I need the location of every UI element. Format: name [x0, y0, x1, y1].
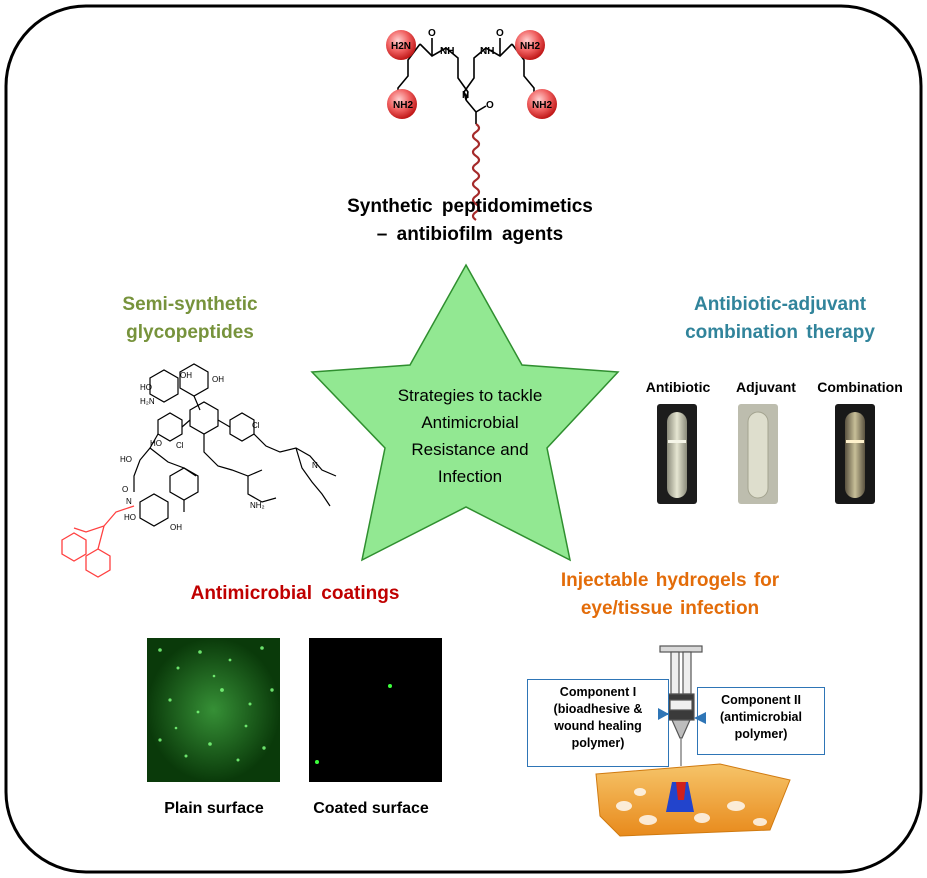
center-star — [310, 263, 620, 562]
peptidomimetics-title: Synthetic peptidomimetics – antibiofilm … — [300, 193, 640, 249]
combination-title-line: Antibiotic-adjuvant — [693, 294, 867, 315]
center-line: Infection — [437, 467, 503, 486]
hydrogels-title-line: eye/tissue infection — [580, 598, 760, 619]
peptidomimetics-title-line: Synthetic peptidomimetics — [347, 196, 593, 217]
center-star-text: Strategies to tackle Antimicrobial Resis… — [355, 382, 585, 490]
amine-ball — [527, 89, 557, 119]
component-2-line: polymer) — [734, 727, 788, 741]
combination-title: Antibiotic-adjuvant combination therapy — [640, 291, 920, 347]
svg-text:H₂N: H₂N — [140, 397, 155, 406]
tube-label-antibiotic: Antibiotic — [645, 379, 711, 395]
struct-label-nh: NH — [440, 46, 454, 57]
struct-label-n: N — [462, 90, 469, 101]
svg-text:Cl: Cl — [176, 441, 184, 450]
component-1-line: wound healing — [554, 719, 642, 733]
svg-text:OH: OH — [170, 523, 182, 532]
svg-text:HO: HO — [150, 439, 162, 448]
component-1-line: (bioadhesive & — [553, 702, 643, 716]
coated-surface-image — [309, 638, 442, 782]
component-2-line: (antimicrobial — [720, 710, 802, 724]
test-tubes — [657, 404, 875, 504]
center-line: Strategies to tackle — [397, 386, 543, 405]
center-line: Resistance and — [411, 440, 529, 459]
struct-label-nh2: NH2 — [393, 100, 413, 111]
svg-text:N: N — [126, 497, 132, 506]
struct-label-nh2: NH2 — [520, 41, 540, 52]
tube-label-adjuvant: Adjuvant — [736, 379, 796, 395]
amine-ball — [387, 89, 417, 119]
svg-text:OH: OH — [212, 375, 224, 384]
svg-text:Cl: Cl — [252, 421, 260, 430]
svg-text:N: N — [312, 461, 318, 470]
plain-surface-image — [147, 638, 280, 782]
svg-text:NH₂: NH₂ — [250, 501, 265, 510]
tube-label-combination: Combination — [817, 379, 903, 395]
struct-label-h2n: H2N — [391, 41, 411, 52]
hydrogels-title: Injectable hydrogels for eye/tissue infe… — [520, 567, 820, 623]
struct-label-nh2: NH2 — [532, 100, 552, 111]
svg-text:OH: OH — [180, 371, 192, 380]
peptidomimetics-title-line: – antibiofilm agents — [376, 224, 564, 245]
glycopeptides-title-line: Semi-synthetic — [122, 294, 258, 315]
component-1-box: Component I (bioadhesive & wound healing… — [527, 679, 669, 767]
glycopeptides-title: Semi-synthetic glycopeptides — [70, 291, 310, 347]
struct-label-o: O — [428, 28, 436, 39]
amine-ball — [386, 30, 416, 60]
svg-text:HO: HO — [124, 513, 136, 522]
component-2-box: Component II (antimicrobial polymer) — [697, 687, 825, 755]
coated-surface-label: Coated surface — [313, 800, 429, 817]
combination-title-line: combination therapy — [685, 322, 875, 343]
struct-label-o: O — [486, 100, 494, 111]
amine-balls — [386, 30, 557, 119]
svg-text:HO: HO — [140, 383, 152, 392]
amine-ball — [515, 30, 545, 60]
glycopeptides-title-line: glycopeptides — [126, 322, 254, 343]
svg-text:O: O — [122, 485, 128, 494]
component-1-line: Component I — [559, 685, 637, 699]
syringe-illustration — [659, 645, 703, 766]
glycopeptide-structure — [133, 363, 337, 527]
coatings-title: Antimicrobial coatings — [190, 583, 400, 604]
struct-label-o: O — [496, 28, 504, 39]
plain-surface-label: Plain surface — [164, 800, 264, 817]
center-line: Antimicrobial — [421, 413, 519, 432]
component-1-line: polymer) — [571, 736, 625, 750]
tissue-illustration — [595, 763, 791, 837]
glycopeptide-red-moiety — [61, 505, 135, 578]
svg-text:HO: HO — [120, 455, 132, 464]
component-2-line: Component II — [721, 693, 801, 707]
struct-label-nh: NH — [480, 46, 494, 57]
hydrogels-title-line: Injectable hydrogels for — [560, 570, 780, 591]
